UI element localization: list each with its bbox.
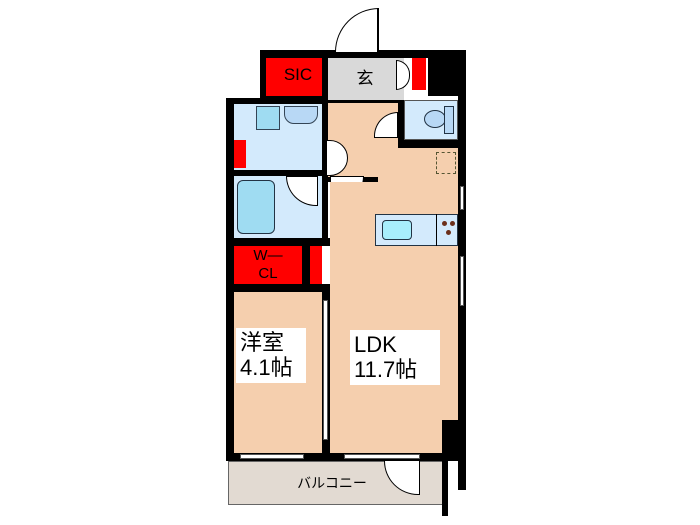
stove-burner-2 (450, 221, 455, 226)
balcony-label: バルコニー (297, 475, 367, 491)
ldk-window-2 (460, 256, 464, 306)
western-room-label-line1: 洋室 (240, 330, 285, 355)
wall-wash-bottom (226, 170, 330, 176)
wall-wcl-right (302, 242, 310, 288)
wash-basin-icon (284, 106, 318, 124)
ldk-window-1 (460, 186, 464, 210)
toilet-bowl-icon (424, 110, 446, 128)
wall-bath-bottom (226, 238, 330, 246)
balcony-post (442, 458, 448, 516)
wall-right-bottom-block (442, 420, 466, 458)
sliding-door[interactable] (323, 300, 328, 440)
stove-burner-3 (446, 230, 451, 235)
wall-genkan-bottom (328, 100, 404, 103)
ldk-floor-upper (378, 148, 458, 182)
stove-divider (436, 214, 437, 246)
wall-left-upper (260, 50, 268, 100)
wall-toilet-left (398, 96, 404, 146)
wall-left (226, 98, 234, 460)
entrance-door-leaf (377, 8, 379, 52)
western-room-label: 洋室 4.1帖 (236, 328, 306, 383)
ldk-label-line1: LDK (354, 332, 397, 357)
entrance-door[interactable] (335, 8, 379, 52)
genkan-area (328, 58, 404, 100)
wall-toilet-bottom (372, 140, 462, 148)
ldk-floor-bottom (330, 418, 442, 453)
ldk-window-bottom[interactable] (344, 454, 420, 459)
stove-burner-1 (442, 221, 447, 226)
wall-sic-bottom (260, 96, 330, 104)
sink-icon (382, 220, 412, 240)
range-hood-icon (436, 152, 456, 174)
genkan-label: 玄 (356, 69, 374, 88)
bathtub-icon (237, 180, 275, 234)
shoe-storage (412, 58, 426, 90)
sic-label: SIC (283, 65, 313, 84)
wcl-label-line2: CL (258, 265, 278, 282)
room-window[interactable] (240, 454, 304, 459)
ldk-label-line2: 11.7帖 (354, 357, 418, 383)
sic-storage (266, 58, 322, 96)
toilet-tank-icon (444, 106, 454, 134)
wcl-label-line1: W— (253, 247, 283, 264)
wall-top-right-block (428, 50, 462, 96)
walk-in-closet (234, 246, 302, 284)
wall-top (260, 50, 462, 58)
ldk-label: LDK 11.7帖 (350, 330, 440, 385)
wall-genkan-divider (322, 58, 328, 238)
room-closet (310, 246, 322, 284)
wash-red-storage (234, 140, 246, 168)
wall-left-step (226, 98, 268, 106)
shoe-storage-door[interactable] (396, 60, 410, 90)
western-room-label-line2: 4.1帖 (240, 355, 293, 381)
washing-machine-icon (256, 106, 280, 130)
wall-room-top (226, 284, 330, 292)
